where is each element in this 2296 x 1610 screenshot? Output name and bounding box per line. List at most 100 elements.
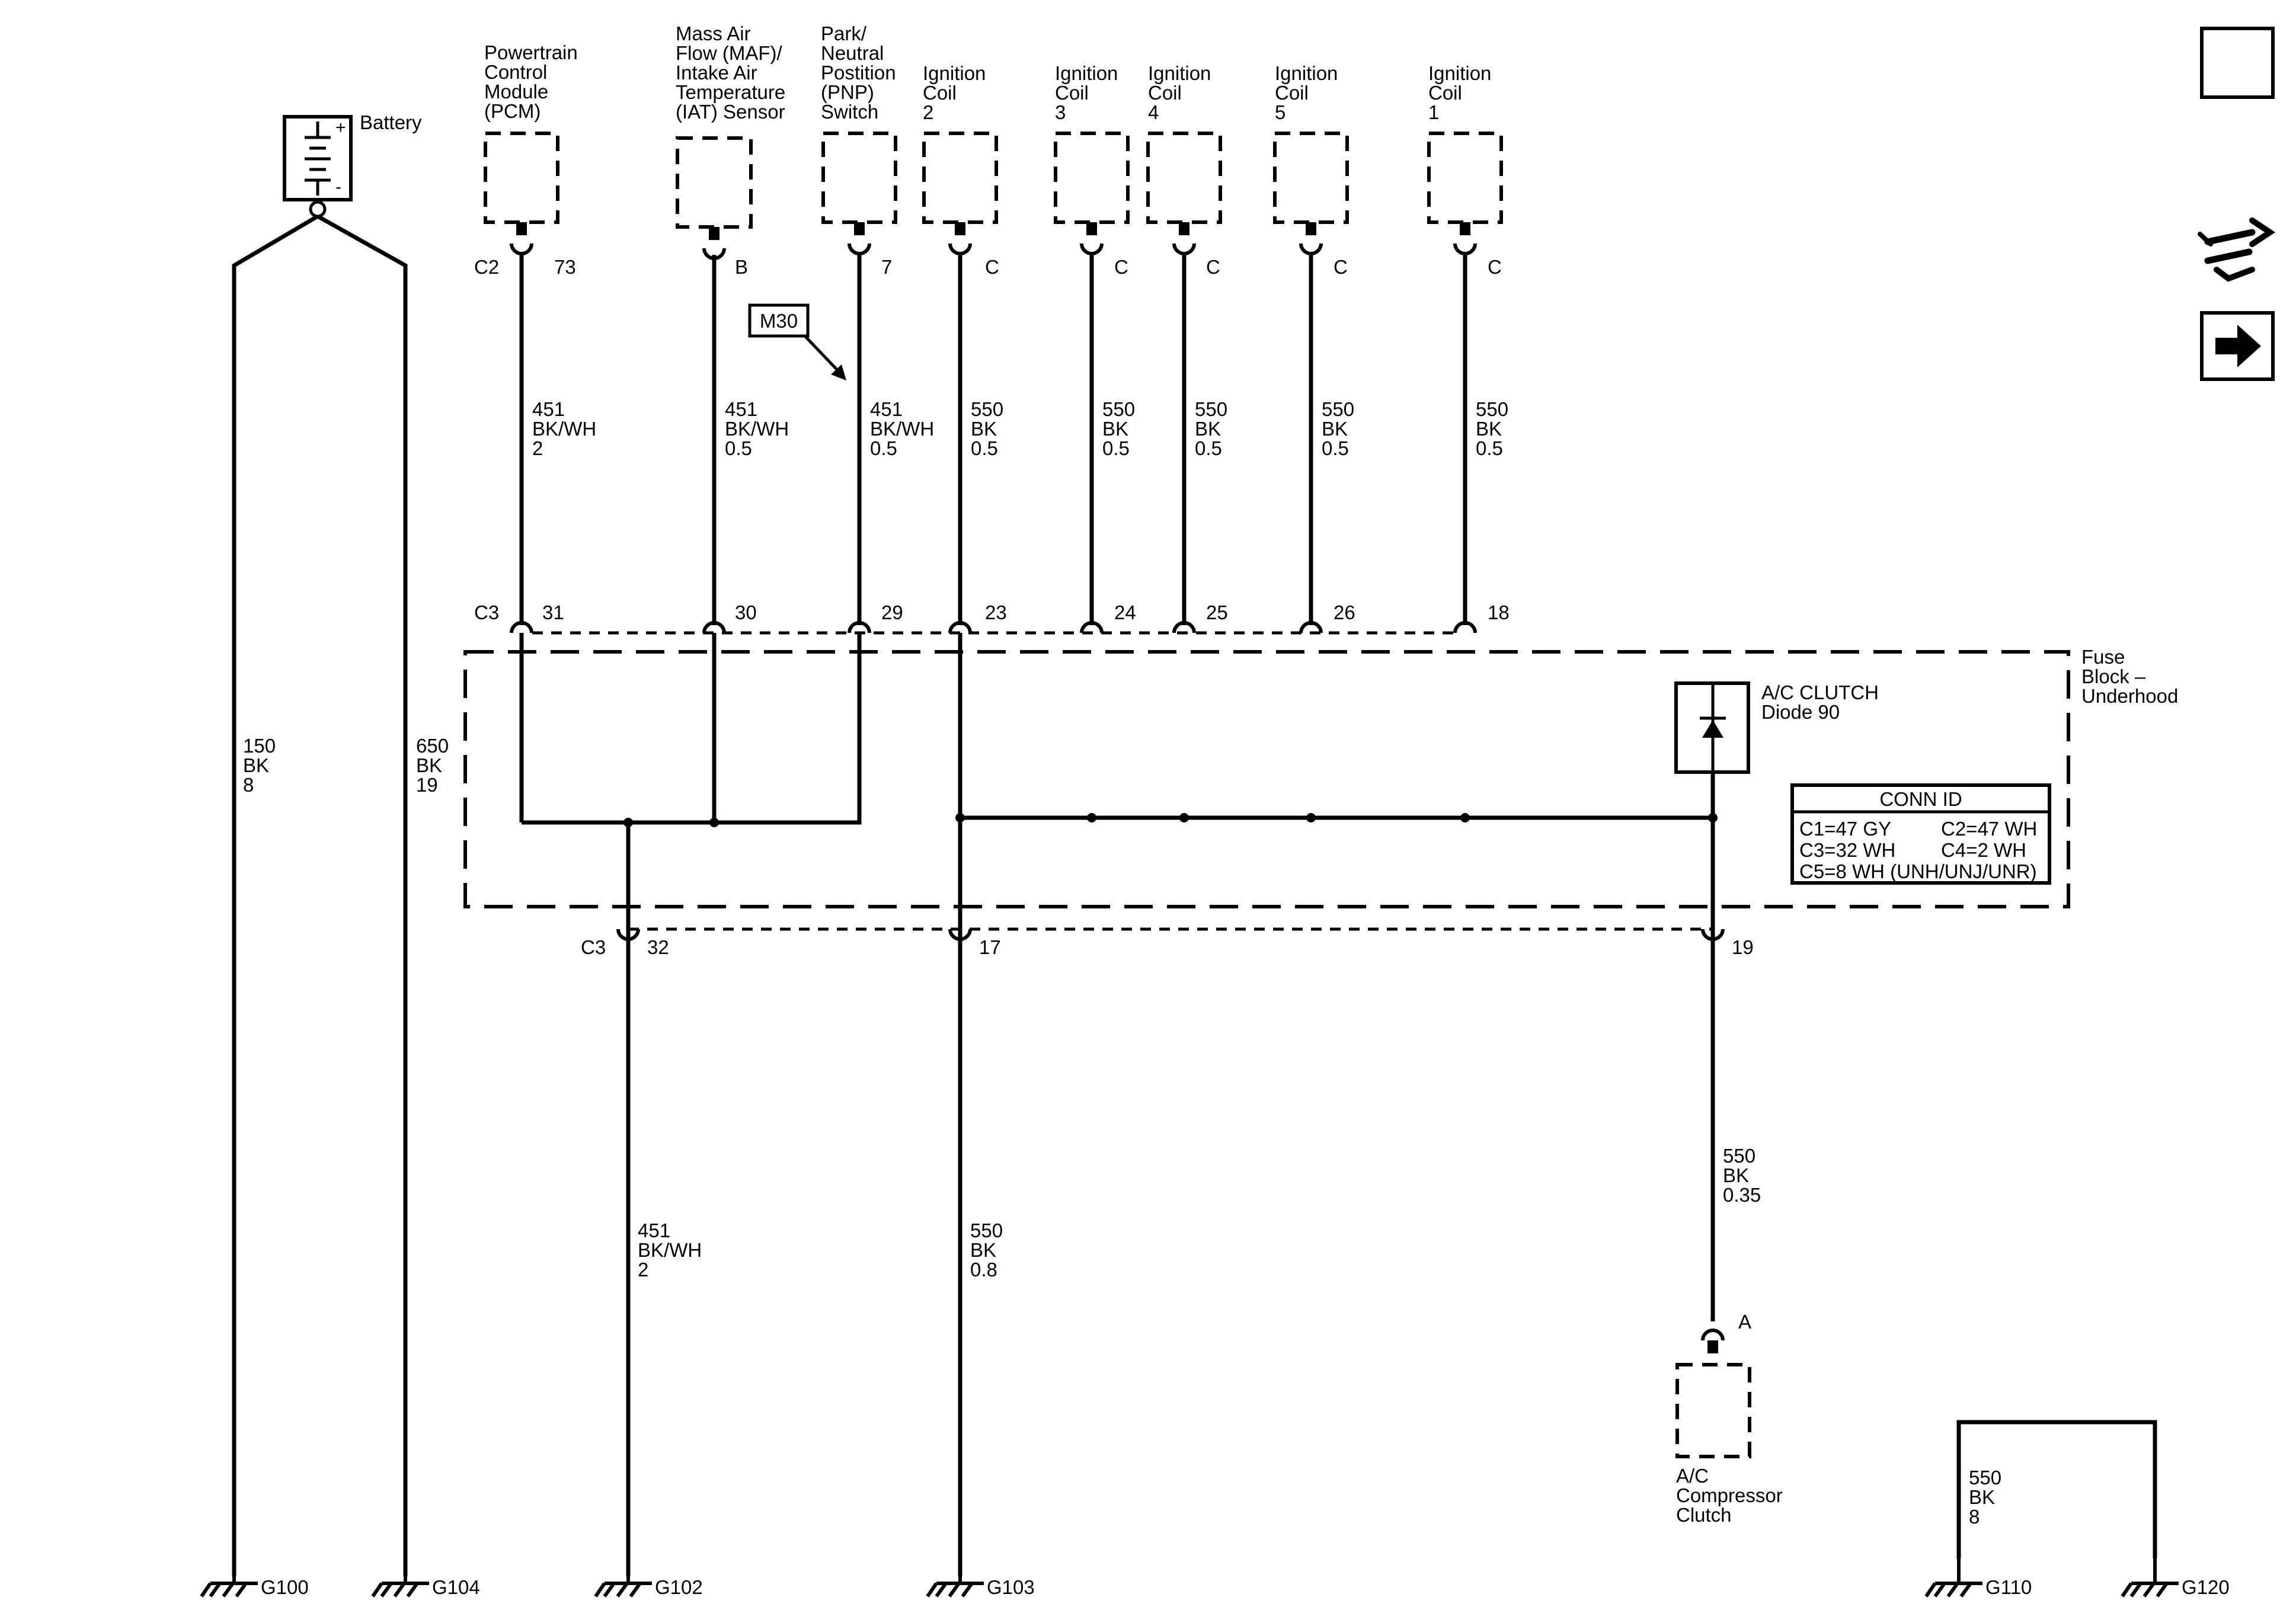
wire-coil4-label: 0.5 xyxy=(1195,437,1222,459)
wire-maf-label: BK/WH xyxy=(725,418,789,440)
ground-pair-wire-label: 8 xyxy=(1969,1506,1980,1528)
ground-hatch xyxy=(603,1582,616,1598)
tool-bar xyxy=(2204,229,2256,245)
ground-hatch xyxy=(926,1582,938,1598)
component-coil3-pin: C xyxy=(1114,256,1128,278)
wire-coil1-label: 0.5 xyxy=(1476,437,1503,459)
component-coil4-label: Ignition xyxy=(1148,62,1211,84)
wire-pnp-label: 451 xyxy=(870,398,903,420)
fuse-block-top-pin: 29 xyxy=(881,601,903,623)
lower-wire-label: 451 xyxy=(638,1219,670,1241)
ground-G104 xyxy=(371,1557,429,1598)
conn-id-title: CONN ID xyxy=(1879,788,1962,810)
wire-coil2-label: BK xyxy=(971,418,997,440)
component-pnp-label: Park/ xyxy=(821,23,867,44)
fuse-block-title: Underhood xyxy=(2081,685,2178,707)
battery-wire-left-label: 8 xyxy=(243,774,254,796)
component-pcm-connector: C2 xyxy=(474,256,499,278)
conn-id-entry: C1=47 GY xyxy=(1799,818,1891,840)
component-pnp-box xyxy=(821,132,897,224)
component-coil4-label: 4 xyxy=(1148,101,1159,123)
component-maf-label: Intake Air xyxy=(676,62,757,84)
component-coil5-label: Coil xyxy=(1275,82,1309,104)
component-pcm-pin: 73 xyxy=(554,256,576,278)
ground-hatch xyxy=(2129,1582,2142,1598)
ground-hatch xyxy=(380,1582,393,1598)
component-maf-pin: B xyxy=(735,256,748,278)
tool-tip xyxy=(2198,232,2213,247)
lower-wire-label: 0.8 xyxy=(970,1259,997,1281)
connector-pin xyxy=(516,222,527,235)
fuse-block-top-pin: 26 xyxy=(1334,601,1355,623)
m30-tag: M30 xyxy=(760,310,798,332)
lower-wire-label: BK xyxy=(970,1239,996,1261)
connector-terminal xyxy=(616,929,640,941)
wire-coil5-label: 0.5 xyxy=(1322,437,1349,459)
component-coil4-pin: C xyxy=(1206,256,1220,278)
ground-pair-wire-label: 550 xyxy=(1969,1467,2001,1489)
wire-pcm-label: BK/WH xyxy=(532,418,596,440)
connector-pin xyxy=(1306,222,1316,235)
ground-label: G104 xyxy=(432,1576,480,1598)
connector-terminal xyxy=(1453,621,1477,633)
connector-terminal xyxy=(510,243,533,255)
connector-terminal xyxy=(948,929,972,941)
lower-wire-label: 0.35 xyxy=(1723,1184,1761,1206)
component-coil4-label: Coil xyxy=(1148,82,1182,104)
ground-label: G110 xyxy=(1985,1576,2032,1598)
ground-hatch xyxy=(2142,1582,2156,1598)
component-pcm-box xyxy=(484,132,559,224)
component-pnp-label: Neutral xyxy=(821,42,884,64)
component-coil5-pin: C xyxy=(1334,256,1348,278)
wire-pcm-label: 2 xyxy=(532,437,543,459)
component-pnp-label: (PNP) xyxy=(821,81,874,103)
m30-arrow-head xyxy=(831,364,846,380)
compressor-label: Compressor xyxy=(1676,1484,1783,1506)
fuse-block-underhood-box xyxy=(463,650,2070,908)
ground-hatch xyxy=(1933,1582,1946,1598)
ground-hatch xyxy=(393,1582,406,1598)
bus-451-left xyxy=(522,633,862,825)
tool-bar xyxy=(2204,248,2253,264)
ground-label: G103 xyxy=(987,1576,1035,1598)
ground-hatch xyxy=(961,1582,974,1598)
component-coil3-box xyxy=(1054,132,1130,224)
fuse-block-top-pin: 24 xyxy=(1114,601,1136,623)
conn-id-table xyxy=(1790,783,2051,885)
loc-icon-box xyxy=(2200,27,2275,99)
connector-pin xyxy=(709,227,720,240)
component-coil5-box xyxy=(1273,132,1349,224)
component-maf-box xyxy=(676,136,753,229)
ground-hatch xyxy=(2156,1582,2169,1598)
connector-terminal xyxy=(1299,621,1323,633)
connector-terminal xyxy=(848,621,871,633)
lower-wire-label: 550 xyxy=(1723,1145,1755,1167)
wire-ground-pair xyxy=(1956,1420,2157,1558)
diode-label: Diode 90 xyxy=(1761,701,1840,723)
wire-coil3-label: 0.5 xyxy=(1102,437,1130,459)
ground-label: G102 xyxy=(655,1576,703,1598)
component-coil1-label: Ignition xyxy=(1428,62,1491,84)
wire-coil5-label: 550 xyxy=(1322,398,1354,420)
battery-wire-left-label: BK xyxy=(243,754,269,776)
component-maf-label: (IAT) Sensor xyxy=(676,101,785,123)
fuse-block-title: Fuse xyxy=(2081,646,2125,668)
connector-pin xyxy=(955,222,965,235)
wire-pcm-label: 451 xyxy=(532,398,565,420)
connector-terminal xyxy=(948,243,972,255)
ground-G102 xyxy=(594,1557,652,1598)
splice-dot xyxy=(623,818,633,827)
battery-wire-left xyxy=(232,214,319,1576)
loc-icon xyxy=(2200,27,2275,99)
splice-dot xyxy=(1306,813,1316,822)
ground-hatch xyxy=(948,1582,961,1598)
wire-coil5-label: BK xyxy=(1322,418,1348,440)
connector-terminal xyxy=(1080,621,1104,633)
wire-coil1-label: 550 xyxy=(1476,398,1508,420)
ground-hatch xyxy=(200,1582,212,1598)
wire-maf-label: 451 xyxy=(725,398,757,420)
component-coil5-label: 5 xyxy=(1275,101,1285,123)
wire-coil4-label: BK xyxy=(1195,418,1221,440)
component-coil1-label: 1 xyxy=(1428,101,1439,123)
lower-wire-label: BK/WH xyxy=(638,1239,702,1261)
